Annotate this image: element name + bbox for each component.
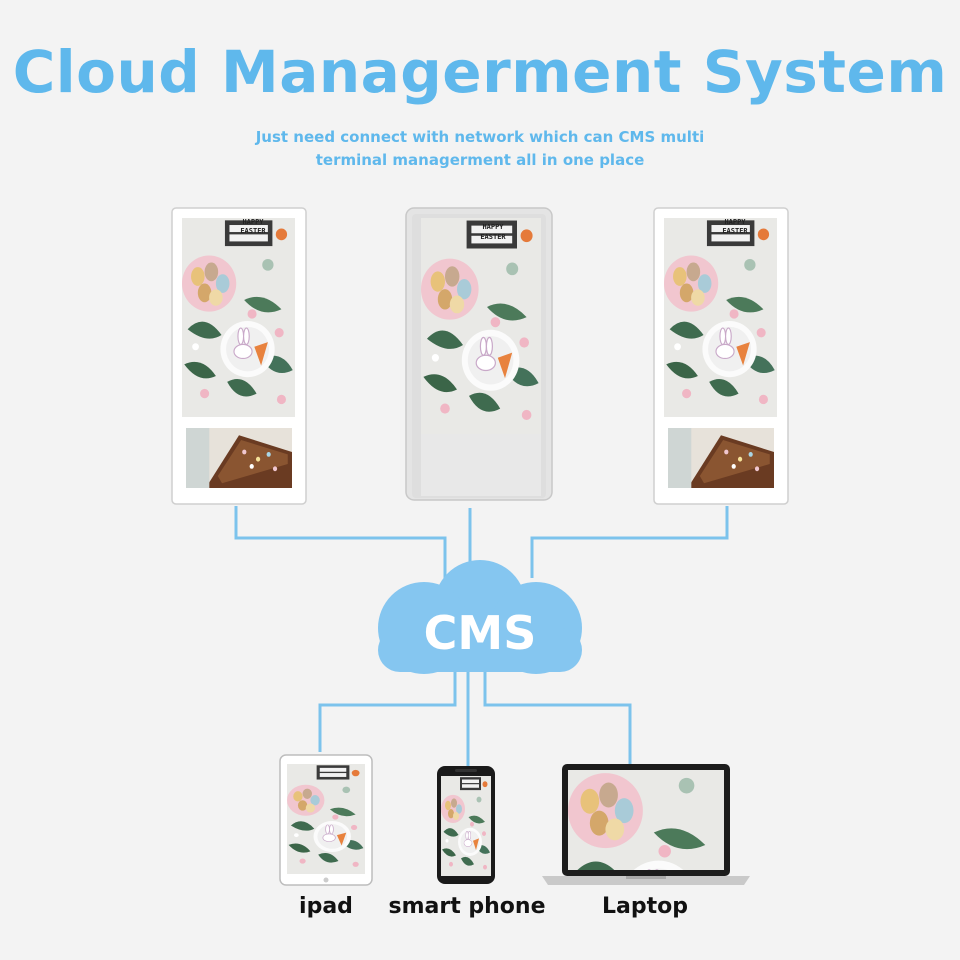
- ipad-device: [279, 754, 373, 886]
- ipad-label: ipad: [299, 894, 353, 919]
- laptop-device: [542, 764, 750, 885]
- smartphone-label: smart phone: [388, 894, 546, 919]
- page-title: Cloud Managerment System: [12, 38, 948, 106]
- bottom-connectors: [318, 672, 632, 766]
- sign-text-right: HAPPY EASTER: [722, 218, 748, 235]
- smartphone-device: [437, 766, 495, 884]
- right-display-screen: [653, 207, 789, 505]
- sign-text-left: HAPPY EASTER: [240, 218, 266, 235]
- sign-text-center: HAPPY EASTER: [480, 223, 506, 241]
- left-display-screen: [171, 207, 307, 505]
- connector-ipad: [318, 672, 457, 752]
- laptop-label: Laptop: [602, 894, 688, 919]
- cms-cloud: [378, 560, 582, 674]
- subtitle-line-2: terminal managerment all in one place: [315, 151, 645, 169]
- connector-left-screen: [234, 506, 447, 578]
- center-display-screen: [405, 207, 553, 501]
- connector-laptop: [483, 672, 632, 764]
- connector-right-screen: [530, 506, 729, 578]
- subtitle-line-1: Just need connect with network which can…: [255, 128, 705, 146]
- cms-label: CMS: [423, 606, 537, 660]
